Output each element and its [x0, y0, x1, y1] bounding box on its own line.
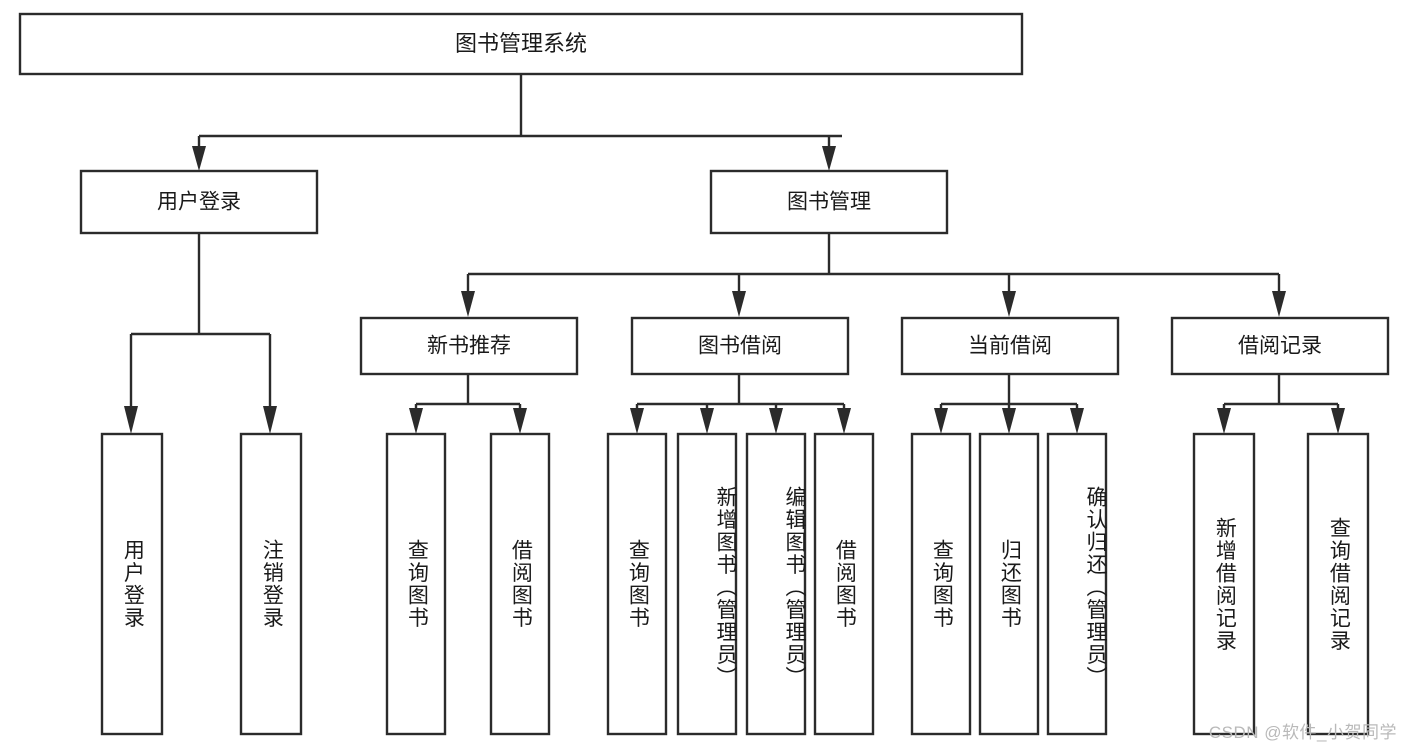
- arrow-to-borrow-record: [1272, 291, 1286, 317]
- connector-bookmanage-to-level3: [461, 233, 1286, 317]
- arrow-to-leaf-bb-borrow: [837, 408, 851, 434]
- leaf-label-nb-borrow-book: 借阅图书: [509, 539, 533, 629]
- leaf-box-logout[interactable]: [239, 432, 303, 736]
- leaf-box-br-query-record[interactable]: [1306, 432, 1370, 736]
- leaf-box-nb-query-book[interactable]: [385, 432, 447, 736]
- leaf-label-cb-return-book: 归还图书: [998, 539, 1022, 629]
- connector-root-to-level2: [192, 74, 842, 171]
- node-borrow-record[interactable]: 借阅记录: [1170, 316, 1390, 376]
- node-root-label: 图书管理系统: [455, 31, 587, 56]
- node-current-borrow-label: 当前借阅: [968, 335, 1052, 358]
- node-book-manage-box[interactable]: [709, 169, 949, 235]
- arrow-to-leaf-user-login: [124, 406, 138, 434]
- node-new-book-recommend-label: 新书推荐: [427, 335, 511, 358]
- node-current-borrow[interactable]: 当前借阅: [900, 316, 1120, 376]
- arrow-to-leaf-nb-query: [409, 408, 423, 434]
- node-book-borrow-box[interactable]: [630, 316, 850, 376]
- arrow-to-leaf-br-query: [1331, 408, 1345, 434]
- arrow-to-leaf-logout: [263, 406, 277, 434]
- connector-bookborrow-to-leaves: [630, 374, 851, 434]
- leaf-box-br-add-record[interactable]: [1192, 432, 1256, 736]
- node-new-book-recommend-box[interactable]: [359, 316, 579, 376]
- leaf-label-cb-query-book: 查询图书: [930, 539, 954, 629]
- leaf-label-br-add-record: 新增借阅记录: [1213, 516, 1237, 652]
- leaf-box-bb-borrow-book[interactable]: [813, 432, 875, 736]
- node-borrow-record-label: 借阅记录: [1238, 335, 1322, 358]
- node-user-login[interactable]: 用户登录: [79, 169, 319, 235]
- leaf-label-bb-borrow-book: 借阅图书: [833, 539, 857, 629]
- arrow-to-user-login: [192, 146, 206, 171]
- node-borrow-record-box[interactable]: [1170, 316, 1390, 376]
- arrow-to-leaf-br-add: [1217, 408, 1231, 434]
- leaf-label-bb-add-book: 新增图书（管理员）: [714, 485, 737, 689]
- watermark: CSDN @软件_小贺同学: [1208, 723, 1397, 742]
- node-root-box[interactable]: [18, 12, 1024, 76]
- node-user-login-label: 用户登录: [157, 191, 241, 214]
- arrow-to-leaf-cb-return: [1002, 408, 1016, 434]
- arrow-to-leaf-cb-query: [934, 408, 948, 434]
- node-book-borrow-label: 图书借阅: [698, 335, 782, 358]
- connector-userlogin-to-leaves: [124, 233, 277, 434]
- leaf-box-bb-query-book[interactable]: [606, 432, 668, 736]
- node-current-borrow-box[interactable]: [900, 316, 1120, 376]
- arrow-to-book-manage: [822, 146, 836, 171]
- connector-borrowrecord-to-leaves: [1217, 374, 1345, 434]
- connector-currentborrow-to-leaves: [934, 374, 1084, 434]
- arrow-to-new-book: [461, 291, 475, 317]
- leaf-box-cb-return-book[interactable]: [978, 432, 1040, 736]
- leaf-label-br-query-record: 查询借阅记录: [1327, 516, 1351, 652]
- node-book-manage[interactable]: 图书管理: [709, 169, 949, 235]
- node-root[interactable]: 图书管理系统: [18, 12, 1024, 76]
- leaf-label-nb-query-book: 查询图书: [405, 539, 429, 629]
- arrow-to-book-borrow: [732, 291, 746, 317]
- leaf-box-bb-add-book[interactable]: [676, 432, 738, 736]
- leaf-box-cb-query-book[interactable]: [910, 432, 972, 736]
- arrow-to-leaf-nb-borrow: [513, 408, 527, 434]
- arrow-to-leaf-bb-query: [630, 408, 644, 434]
- leaf-box-user-login[interactable]: [100, 432, 164, 736]
- leaf-label-cb-confirm-return: 确认归还（管理员）: [1084, 485, 1107, 689]
- leaf-box-cb-confirm-return[interactable]: [1046, 432, 1108, 736]
- leaf-box-nb-borrow-book[interactable]: [489, 432, 551, 736]
- leaf-label-bb-edit-book: 编辑图书（管理员）: [783, 485, 806, 689]
- node-book-manage-label: 图书管理: [787, 191, 871, 214]
- leaf-label-logout: 注销登录: [260, 539, 284, 629]
- node-book-borrow[interactable]: 图书借阅: [630, 316, 850, 376]
- arrow-to-leaf-cb-confirm: [1070, 408, 1084, 434]
- leaf-label-bb-query-book: 查询图书: [626, 539, 650, 629]
- leaf-box-bb-edit-book[interactable]: [745, 432, 807, 736]
- connector-newbook-to-leaves: [409, 374, 527, 434]
- node-new-book-recommend[interactable]: 新书推荐: [359, 316, 579, 376]
- arrow-to-leaf-bb-edit: [769, 408, 783, 434]
- arrow-to-current-borrow: [1002, 291, 1016, 317]
- node-user-login-box[interactable]: [79, 169, 319, 235]
- arrow-to-leaf-bb-add: [700, 408, 714, 434]
- leaf-label-user-login: 用户登录: [121, 539, 145, 629]
